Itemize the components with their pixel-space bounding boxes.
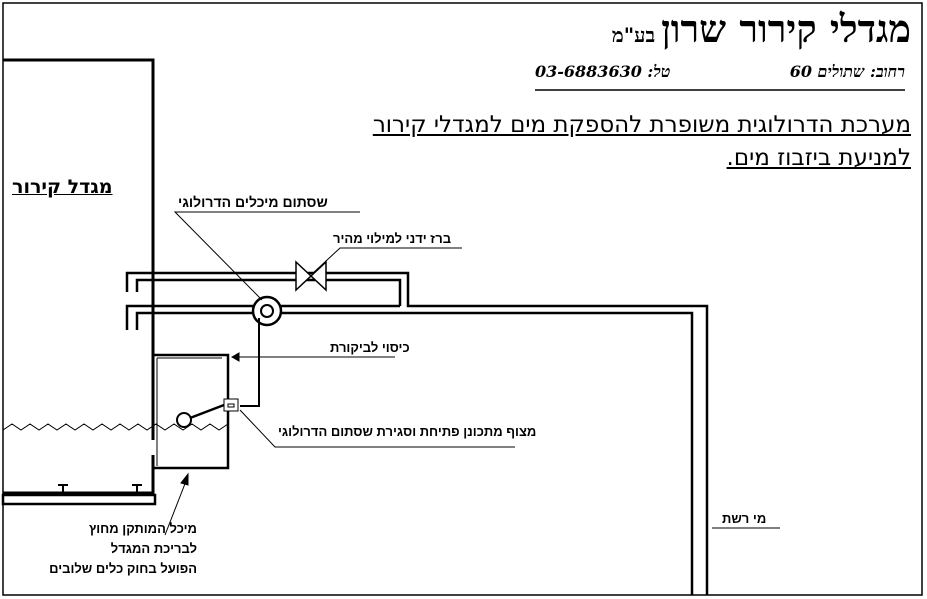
external-tank (153, 353, 230, 470)
phone: טל: 03-6883630 (535, 62, 671, 81)
address: רחוב: שתולים 60 (789, 62, 905, 81)
manual-valve-icon (295, 260, 327, 292)
float-rod (189, 403, 225, 420)
arrow-icon (180, 472, 189, 486)
float-sensor-icon (223, 398, 239, 412)
tower-label: מגדל קירור (12, 176, 113, 198)
water-surface (2, 423, 229, 431)
pipe-main-upper (125, 304, 400, 330)
hydraulic-valve-label: שסתום מיכלים הדרולוגי (178, 194, 328, 210)
hydraulic-valve-icon (251, 295, 283, 327)
inspection-cover-label: כיסוי לביקורת (330, 340, 410, 355)
subtitle-line2: למניעת ביזבוז מים. (726, 145, 911, 171)
company-suffix: בע"מ (611, 23, 656, 47)
subtitle-line1: מערכת הדרולוגית משופרת להספקת מים למגדלי… (372, 112, 911, 138)
tank-label-line1: מיכל המותקן מחוץ (89, 521, 197, 536)
pipe-bypass (135, 278, 402, 306)
pipe-outer (125, 271, 709, 595)
float-ball-icon (176, 412, 192, 428)
tank-label-line2: לבריכת המגדל (110, 541, 197, 556)
tower-legs (58, 484, 142, 495)
tank-label-line3: הפועל בחוק כלים שלובים (49, 561, 197, 576)
float-label: מצוף מתכונן פתיחת וסגירת שסתום הדרולוגי (278, 424, 537, 439)
company-name: מגדלי קירור שרוןבע"מ (611, 6, 911, 51)
pipe-main-lower (135, 311, 694, 595)
arrow-icon (230, 352, 240, 362)
manual-valve-label: ברז ידני למילוי מהיר (333, 231, 452, 246)
tower-base (1, 493, 157, 506)
mains-water-label: מי רשת (722, 511, 767, 526)
